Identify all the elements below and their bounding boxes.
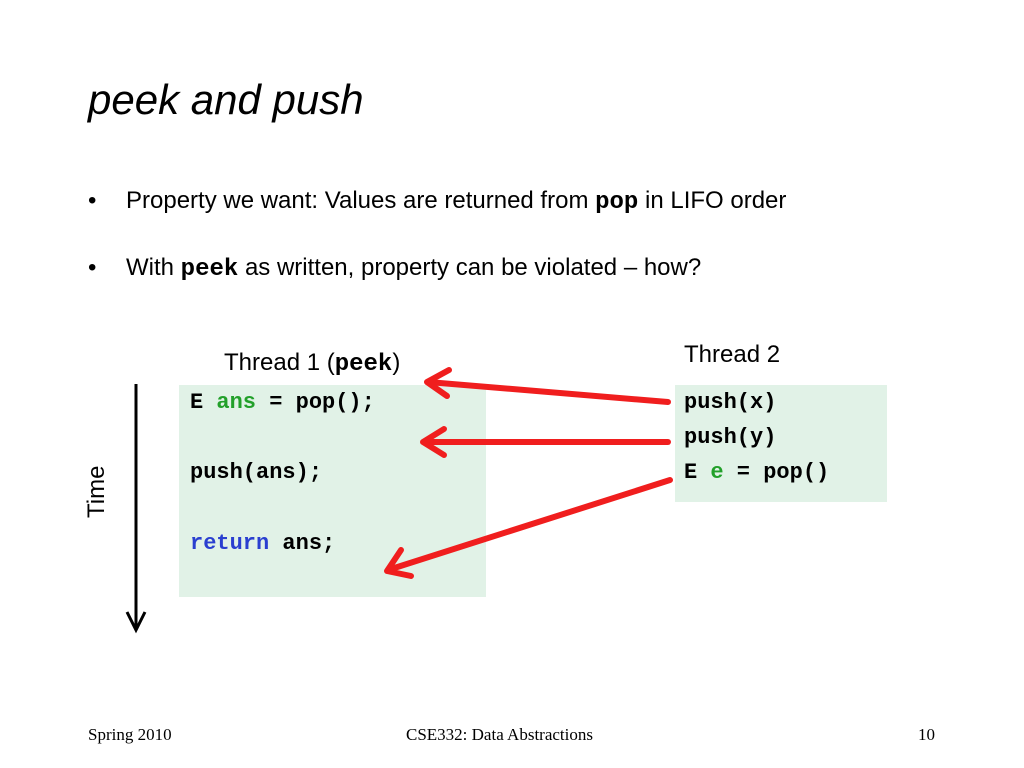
time-label: Time [83, 465, 110, 518]
slide-title: peek and push [88, 76, 364, 123]
footer-course: CSE332: Data Abstractions [406, 725, 593, 744]
footer-page-number: 10 [918, 725, 935, 744]
bullet-code-peek: peek [180, 256, 239, 283]
code-type: E [684, 460, 711, 485]
bullet-marker: • [88, 254, 97, 281]
footer-term: Spring 2010 [88, 725, 172, 744]
thread1-line-return: return ans; [190, 530, 335, 558]
bullet-text-after: as written, property can be violated – h… [238, 254, 702, 281]
code-rest: = pop(); [256, 390, 375, 415]
bullet-text-after: in LIFO order [638, 187, 787, 214]
code-rest: = pop() [723, 460, 830, 485]
thread2-label: Thread 2 [684, 341, 781, 368]
thread2-code-box: push(x) push(y) E e = pop() [675, 385, 887, 502]
thread1-line-pop: E ans = pop(); [190, 389, 375, 417]
thread1-label-prefix: Thread 1 ( [224, 349, 335, 376]
time-arrow [125, 384, 147, 634]
code-type: E [190, 390, 217, 415]
thread1-code-box: E ans = pop(); push(ans); return ans; [179, 385, 486, 597]
thread1-label-code: peek [334, 351, 393, 378]
bullet-text-before: Property we want: Values are returned fr… [126, 187, 596, 214]
bullet-marker: • [88, 187, 97, 214]
bullet-text: Property we want: Values are returned fr… [126, 186, 786, 218]
code-var-ans: ans [216, 390, 257, 415]
time-arrow-head [125, 611, 147, 634]
thread1-line-push: push(ans); [190, 460, 323, 485]
code-rest: ans; [269, 531, 336, 556]
bullet-code-pop: pop [595, 189, 639, 216]
bullet-text: With peek as written, property can be vi… [126, 253, 701, 285]
code-var-e: e [710, 460, 724, 485]
thread2-line-push-y: push(y) [684, 425, 777, 450]
bullet-text-before: With [126, 254, 181, 281]
thread2-line-pop: E e = pop() [684, 459, 829, 487]
code-keyword-return: return [190, 531, 270, 556]
thread2-line-push-x: push(x) [684, 390, 777, 415]
thread1-label-suffix: ) [392, 349, 401, 376]
thread1-label: Thread 1 (peek) [224, 348, 400, 380]
